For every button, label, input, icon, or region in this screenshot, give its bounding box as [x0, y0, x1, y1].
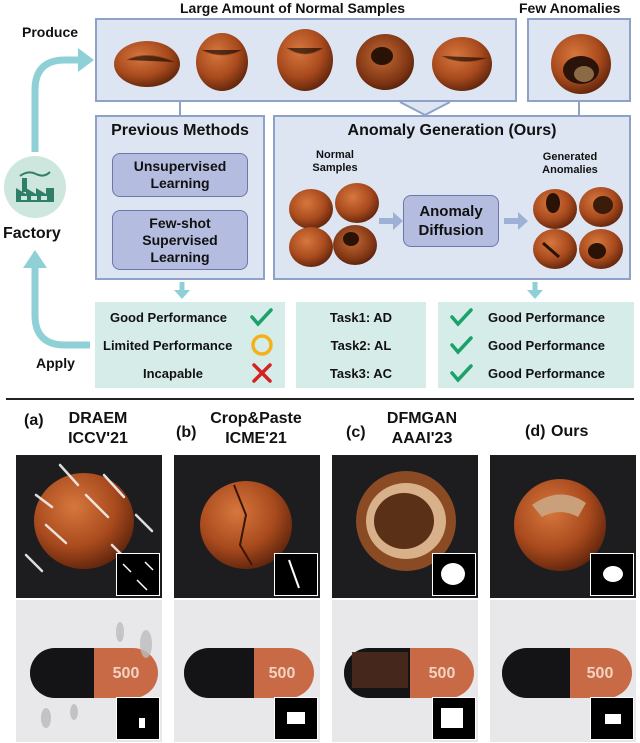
dfmgan-hazelnut-sample: [332, 455, 478, 598]
croppaste-capsule-image: 500: [184, 648, 314, 698]
flow-arrows: [23, 48, 94, 349]
col-a-tag: (a): [24, 412, 44, 429]
task-ac: Task3: AC: [329, 366, 393, 381]
draem-hazelnut-sample: [16, 455, 162, 598]
anomaly-diffusion-box: Anomaly Diffusion: [403, 195, 499, 247]
col-d-tag: (d): [525, 423, 546, 440]
unsupervised-learning-box: Unsupervised Learning: [112, 153, 248, 197]
croppaste-capsule-print: 500: [269, 665, 296, 682]
check-icon: [450, 308, 473, 327]
ours-capsule-mask: [590, 697, 634, 740]
generated-anomalies-label: Generated Anomalies: [542, 151, 598, 176]
col-c-venue: AAAI'23: [391, 430, 453, 447]
croppaste-hazelnut-image: [200, 481, 292, 569]
normal-hazelnuts: [114, 29, 492, 91]
previous-methods-title: Previous Methods: [111, 122, 249, 139]
anomalous-hazelnut: [551, 34, 611, 94]
col-b-tag: (b): [176, 424, 197, 441]
ours-result-2: Good Performance: [488, 338, 606, 353]
normal-samples-panel: [95, 18, 517, 102]
croppaste-capsule-mask: [274, 697, 318, 740]
task-ad: Task1: AD: [329, 310, 393, 325]
factory-building-icon: [16, 171, 54, 202]
previous-result-3: Incapable: [143, 366, 203, 381]
croppaste-hazelnut-sample: [174, 455, 320, 598]
dfmgan-hazelnut-mask: [432, 553, 476, 596]
tasks-panel: Task1: AD Task2: AL Task3: AC: [296, 302, 426, 388]
ours-result-marks: [450, 308, 473, 383]
few-shot-supervised-box: Few-shot Supervised Learning: [112, 210, 248, 270]
normal-samples-title: Large Amount of Normal Samples: [180, 0, 406, 16]
ours-hazelnut-image: [514, 479, 606, 571]
previous-results-panel: Good Performance Limited Performance Inc…: [95, 302, 285, 388]
col-b-venue: ICME'21: [225, 430, 287, 447]
ours-hazelnut-sample: [490, 455, 636, 598]
dfmgan-capsule-mask: [432, 697, 476, 740]
ours-results-panel: Good Performance Good Performance Good P…: [438, 302, 634, 388]
check-icon: [450, 336, 473, 355]
previous-methods-panel: Previous Methods Unsupervised Learning F…: [95, 115, 265, 280]
few-anomalies-title: Few Anomalies: [519, 0, 621, 16]
ours-capsule-image: 500: [502, 648, 632, 698]
ours-capsule-print: 500: [587, 665, 614, 682]
circle-icon: [251, 334, 273, 356]
factory-label: Factory: [3, 225, 61, 242]
few-anomalies-panel: [527, 18, 631, 102]
ours-hazelnut-mask: [590, 553, 634, 596]
col-a-name: DRAEM: [68, 410, 128, 427]
draem-capsule-sample: 500: [16, 600, 162, 742]
croppaste-hazelnut-mask: [274, 553, 318, 596]
draem-capsule-image: 500: [30, 622, 158, 728]
anomaly-generation-title: Anomaly Generation (Ours): [347, 122, 557, 139]
previous-result-1: Good Performance: [110, 310, 228, 325]
croppaste-capsule-sample: 500: [174, 600, 320, 742]
dfmgan-capsule-sample: 500: [332, 600, 478, 742]
ours-result-3: Good Performance: [488, 366, 606, 381]
check-icon: [250, 308, 273, 327]
col-b-name: Crop&Paste: [210, 410, 302, 427]
dfmgan-capsule-image: 500: [344, 648, 474, 698]
draem-capsule-mask: [116, 697, 160, 740]
check-icon: [450, 364, 473, 383]
draem-hazelnut-mask: [116, 553, 160, 596]
produce-label: Produce: [22, 24, 79, 40]
factory-icon: [4, 156, 66, 218]
generation-illustration: [289, 183, 623, 269]
col-c-name: DFMGAN: [386, 410, 458, 427]
previous-result-2: Limited Performance: [103, 338, 233, 353]
result-arrows: [174, 282, 543, 299]
previous-result-marks: [250, 308, 273, 383]
cross-icon: [252, 363, 272, 383]
task-al: Task2: AL: [330, 338, 392, 353]
section-divider: [6, 398, 634, 400]
col-c-tag: (c): [346, 424, 366, 441]
dfmgan-hazelnut-image: [356, 471, 456, 571]
ours-capsule-sample: 500: [490, 600, 636, 742]
ours-result-1: Good Performance: [488, 310, 606, 325]
dfmgan-capsule-print: 500: [429, 665, 456, 682]
anomaly-generation-panel: Anomaly Generation (Ours) Normal Samples…: [273, 115, 631, 280]
draem-hazelnut-image: [24, 463, 154, 573]
draem-capsule-print: 500: [113, 665, 140, 682]
apply-label: Apply: [36, 355, 75, 371]
normal-samples-label: Normal Samples: [312, 149, 358, 174]
col-a-venue: ICCV'21: [68, 430, 128, 447]
col-d-name: Ours: [551, 423, 589, 440]
